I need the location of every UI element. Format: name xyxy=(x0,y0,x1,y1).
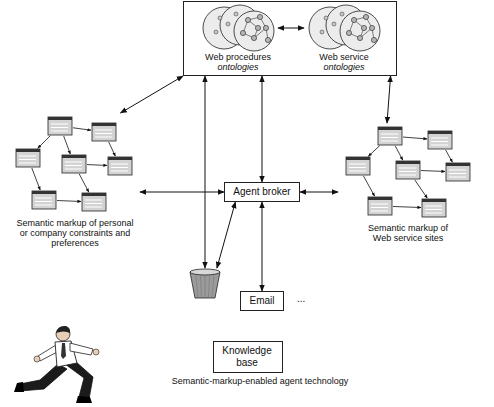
document-icons xyxy=(338,123,478,223)
ellipsis-label: ... xyxy=(297,293,305,304)
box-label: Email xyxy=(248,295,276,307)
ontology-cluster: Web proceduresontologies xyxy=(188,4,288,72)
running-man xyxy=(14,326,99,403)
box-label: Agent broker xyxy=(232,186,292,198)
connector-arrow xyxy=(262,202,263,291)
document-icons xyxy=(10,113,140,218)
node-label: Web procedures xyxy=(188,52,288,62)
document-cluster: Semantic markup of personal or company c… xyxy=(10,113,140,248)
agent-icon xyxy=(188,268,222,300)
connector-arrow xyxy=(278,28,304,29)
ontology-circles xyxy=(304,4,384,52)
node-label: Semantic markup of Web service sites xyxy=(359,223,457,243)
connector-arrow xyxy=(262,76,263,182)
node-label: ontologies xyxy=(294,62,394,72)
ontology-cluster: Web serviceontologies xyxy=(294,4,394,72)
knowledge-base-box: Knowledge base xyxy=(213,341,283,373)
connector-arrow xyxy=(387,76,391,123)
node-label: ontologies xyxy=(188,62,288,72)
ontology-frame: Web proceduresontologiesWeb serviceontol… xyxy=(183,1,397,76)
connector-arrow xyxy=(205,76,206,268)
connector-arrow xyxy=(140,192,224,193)
node-label: Semantic-markup-enabled agent technology xyxy=(150,376,370,387)
ontology-circles xyxy=(198,4,278,52)
connector-arrow xyxy=(121,76,184,113)
connector-arrow xyxy=(300,192,338,193)
connector-arrow xyxy=(217,202,236,268)
box-label: Knowledge base xyxy=(221,345,273,369)
document-cluster: Semantic markup of Web service sites xyxy=(338,123,478,243)
agent-technology: Semantic-markup-enabled agent technology xyxy=(150,268,370,387)
broker-box: Agent broker xyxy=(224,182,300,202)
node-label: Web service xyxy=(294,52,394,62)
email-box: Email xyxy=(240,291,284,311)
node-label: Semantic markup of personal or company c… xyxy=(14,218,136,248)
